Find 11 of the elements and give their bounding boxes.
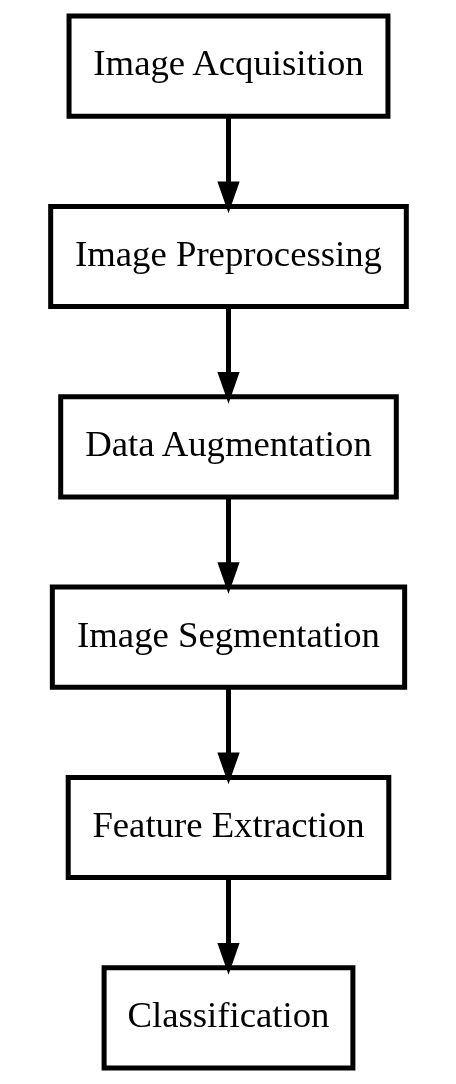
arrow xyxy=(216,497,240,595)
node-box: Data Augmentation xyxy=(57,394,399,500)
node-box: Feature Extraction xyxy=(65,774,391,881)
node-box: Image Preprocessing xyxy=(47,203,409,310)
node-box: Classification xyxy=(101,965,355,1071)
arrow xyxy=(216,687,240,785)
node-box: Image Acquisition xyxy=(66,13,390,119)
arrow xyxy=(216,877,240,975)
arrow xyxy=(216,116,240,214)
node-box: Image Segmentation xyxy=(49,584,407,690)
arrow xyxy=(216,306,240,404)
